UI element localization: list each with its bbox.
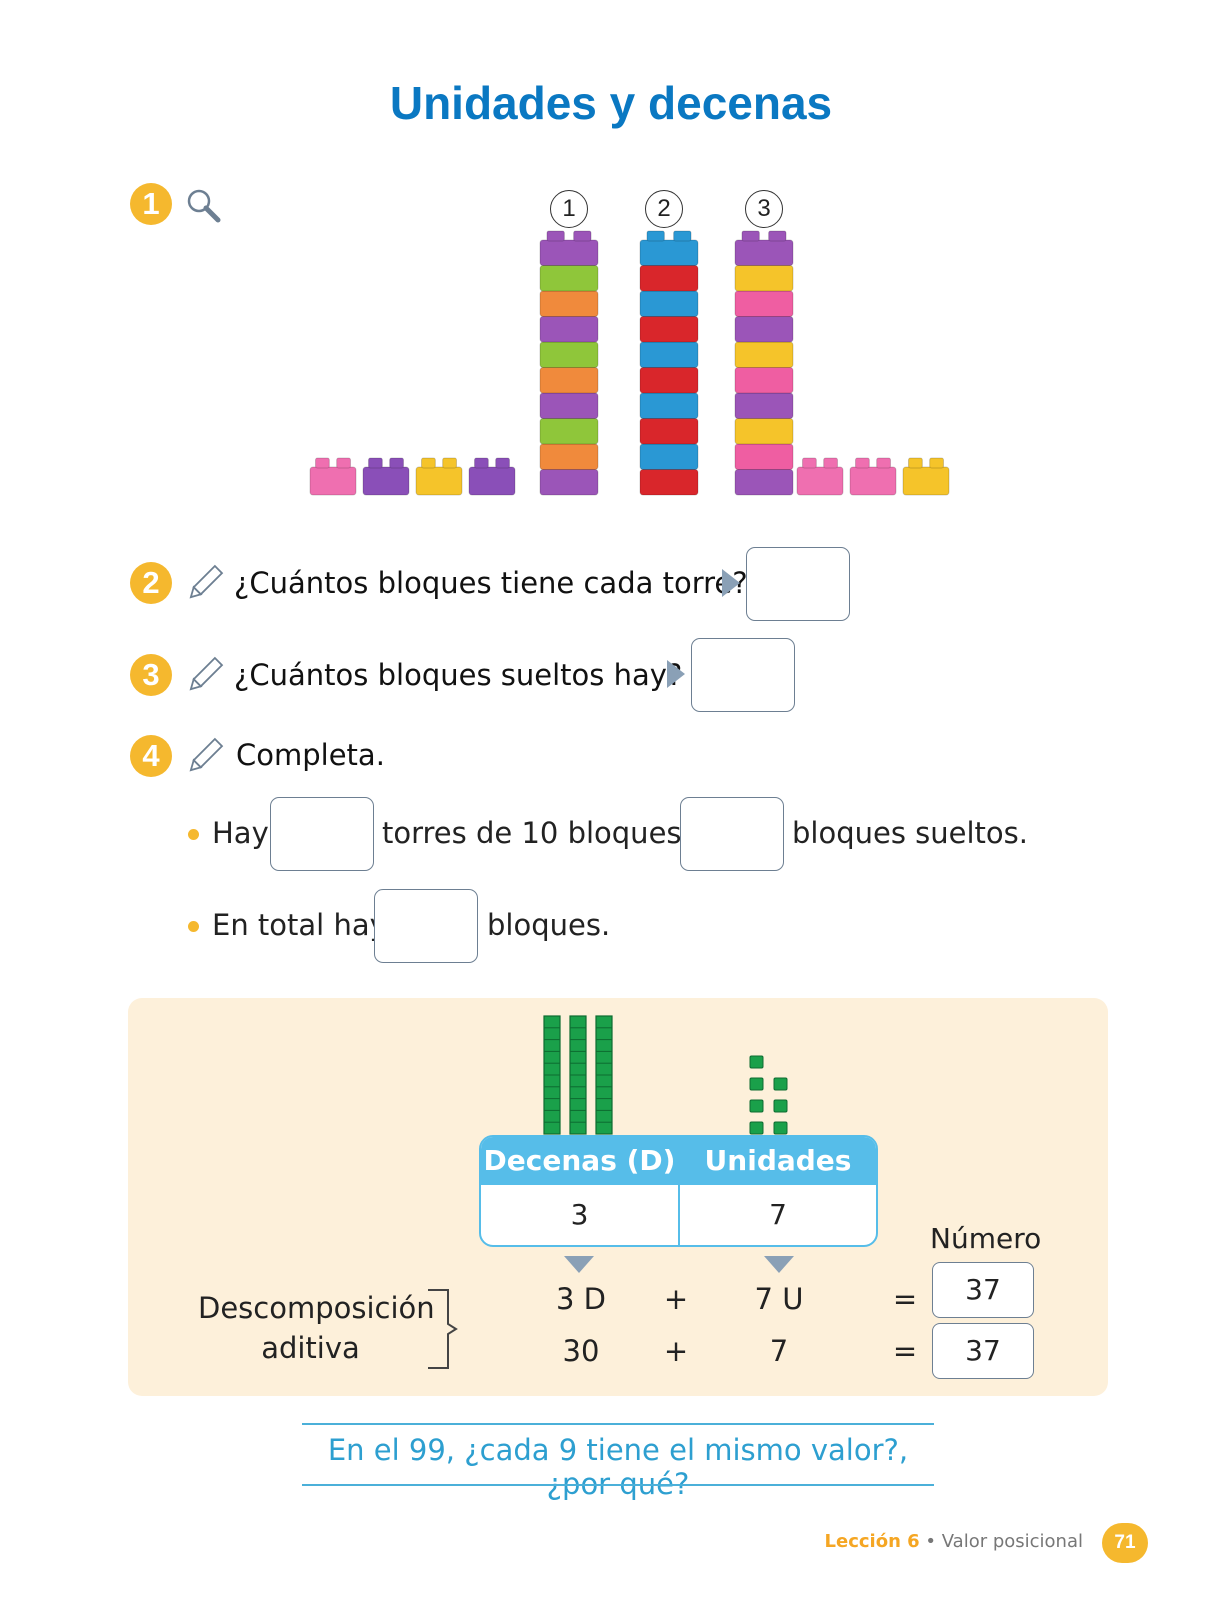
unit-cube: [773, 1121, 788, 1135]
activity-2-badge: 2: [130, 562, 172, 604]
answer-box-loose-count[interactable]: [680, 797, 784, 871]
loose-block-right-1: [796, 457, 844, 496]
tower-label-2: 2: [645, 190, 683, 228]
lego-blocks-illustration: [309, 230, 950, 496]
pencil-icon: [189, 737, 224, 772]
ten-rod-1: [543, 1015, 561, 1135]
footer-lesson-name: Lección 6: [824, 1531, 920, 1552]
answer-box-loose-blocks[interactable]: [691, 638, 795, 712]
loose-block-right-3: [902, 457, 950, 496]
tower-label-1: 1: [550, 190, 588, 228]
lego-tower-1: [539, 230, 599, 496]
arrow-right-icon: [667, 660, 685, 688]
fill-text-bloques: bloques.: [487, 908, 611, 942]
answer-box-tower-blocks[interactable]: [746, 547, 850, 621]
row1-equals: =: [892, 1282, 918, 1316]
unit-cube: [749, 1121, 764, 1135]
result-box-row1: 37: [932, 1262, 1034, 1318]
place-value-table: Decenas (D) Unidades (U) 3 7: [479, 1135, 878, 1247]
ten-rod-2: [569, 1015, 587, 1135]
bullet: [188, 921, 199, 932]
down-arrow-icon: [764, 1256, 794, 1273]
reflection-question: En el 99, ¿cada 9 tiene el mismo valor?,…: [327, 1433, 909, 1501]
arrow-right-icon: [722, 569, 740, 597]
page-title: Unidades y decenas: [389, 77, 833, 129]
ten-rod-3: [595, 1015, 613, 1135]
bullet: [188, 829, 199, 840]
cell-tens-value: 3: [570, 1198, 589, 1231]
activity-1-badge: 1: [130, 183, 172, 225]
activity-3-badge: 3: [130, 654, 172, 696]
unit-cube: [749, 1055, 764, 1069]
row1-plus: +: [663, 1282, 689, 1316]
activity-4-badge: 4: [130, 735, 172, 777]
decomposition-label-line1: Descomposición: [198, 1291, 435, 1325]
row1-units: 7 U: [754, 1282, 804, 1316]
page-number: 71: [1102, 1523, 1148, 1563]
lego-tower-3: [734, 230, 794, 496]
divider-bottom: [302, 1484, 934, 1486]
cell-units-value: 7: [769, 1198, 787, 1231]
loose-block-left-4: [468, 457, 516, 496]
loose-block-right-2: [849, 457, 897, 496]
brace-icon: [428, 1289, 458, 1369]
unit-cube: [773, 1077, 788, 1091]
loose-block-left-2: [362, 457, 410, 496]
row1-tens: 3 D: [556, 1282, 606, 1316]
tower-label-3: 3: [745, 190, 783, 228]
answer-box-total[interactable]: [374, 889, 478, 963]
table-divider: [678, 1137, 680, 1245]
footer-separator: •: [919, 1531, 942, 1552]
fill-text-loose: bloques sueltos.: [792, 816, 1028, 850]
row2-tens: 30: [562, 1334, 600, 1368]
loose-block-left-1: [309, 457, 357, 496]
result-box-row2: 37: [932, 1323, 1034, 1379]
row2-plus: +: [663, 1334, 689, 1368]
header-tens: Decenas (D): [483, 1144, 676, 1177]
number-label: Número: [930, 1222, 1042, 1255]
fill-text-towers: torres de 10 bloques y: [382, 816, 708, 850]
question-tower-blocks: ¿Cuántos bloques tiene cada torre?: [234, 566, 748, 600]
loose-block-left-3: [415, 457, 463, 496]
divider-top: [302, 1423, 934, 1425]
question-loose-blocks: ¿Cuántos bloques sueltos hay?: [234, 658, 683, 692]
unit-cube: [749, 1099, 764, 1113]
unit-cube: [773, 1099, 788, 1113]
fill-text-total: En total hay: [212, 908, 387, 942]
header-units: Unidades (U): [704, 1144, 852, 1225]
footer-topic: Valor posicional: [941, 1531, 1083, 1552]
decomposition-label-line2: aditiva: [261, 1331, 360, 1365]
row2-units: 7: [769, 1334, 789, 1368]
magnifier-icon: [187, 189, 221, 223]
unit-cube: [749, 1077, 764, 1091]
pencil-icon: [189, 564, 224, 599]
down-arrow-icon: [564, 1256, 594, 1273]
lego-tower-2: [639, 230, 699, 496]
row2-equals: =: [892, 1334, 918, 1368]
fill-text-hay: Hay: [212, 816, 269, 850]
instruction-complete: Completa.: [236, 738, 385, 772]
footer-lesson: Lección 6 • Valor posicional: [825, 1531, 1083, 1552]
pencil-icon: [189, 656, 224, 691]
decomposition-label: Descomposición aditiva: [198, 1288, 435, 1368]
base-ten-blocks-illustration: [543, 1015, 788, 1135]
answer-box-towers-count[interactable]: [270, 797, 374, 871]
